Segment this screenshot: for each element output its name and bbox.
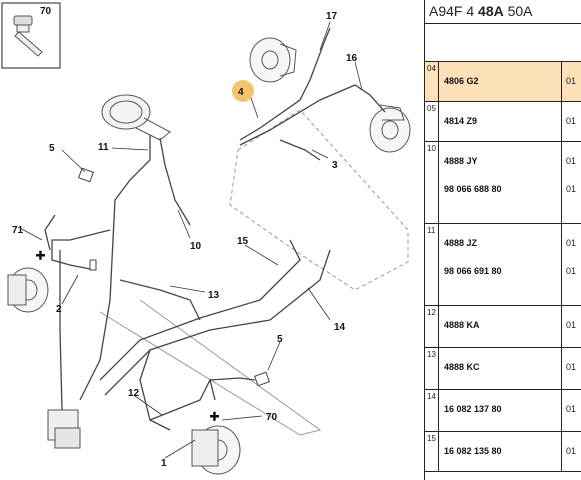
part-row[interactable]: 10 4888 JY 98 066 688 80 01 01 [425, 142, 581, 224]
part-quantity: 01 [566, 266, 577, 276]
parts-list: 04 4806 G2 01 05 4814 Z9 01 10 4888 JY 98 066 68… [425, 62, 581, 472]
column-divider [561, 390, 562, 431]
brake-pipes [44, 27, 386, 431]
part-reference[interactable]: 98 066 691 80 [444, 266, 502, 276]
part-reference[interactable]: 4814 Z9 [444, 116, 478, 126]
catalog-code-suffix: 50A [503, 3, 533, 19]
callout-4: 4 [238, 87, 244, 98]
part-row[interactable]: 04 4806 G2 01 [425, 62, 581, 102]
part-row[interactable]: 11 4888 JZ 98 066 691 80 01 01 [425, 224, 581, 306]
part-row[interactable]: 14 16 082 137 80 01 [425, 390, 581, 432]
part-quantity: 01 [566, 362, 577, 372]
inset-callout: 70 [40, 6, 52, 17]
highlight-marker [232, 80, 254, 102]
column-divider [561, 62, 562, 101]
part-reference[interactable]: 4888 KC [444, 362, 480, 372]
part-row[interactable]: 12 4888 KA 01 [425, 306, 581, 348]
leader-lines [19, 21, 363, 459]
callout-13: 13 [208, 290, 220, 301]
column-divider [561, 102, 562, 141]
callout-71: 71 [12, 225, 24, 236]
part-item-number: 15 [425, 432, 439, 471]
chassis-outline [229, 109, 409, 291]
part-quantity: 01 [566, 446, 577, 456]
front-right-brake-disc [249, 37, 297, 83]
catalog-code-bold: 48A [478, 3, 504, 19]
callout-3: 3 [332, 160, 338, 171]
callout-17: 17 [326, 11, 338, 22]
callout-14: 14 [334, 322, 346, 333]
hose-clips [78, 167, 270, 387]
brake-lines-diagram: 70 17 4 16 5 11 3 10 15 71 13 2 14 5 12 70 1 [1, 2, 411, 475]
abs-unit [47, 409, 81, 449]
part-reference[interactable]: 4888 JY [444, 156, 478, 166]
part-reference[interactable]: 4888 JZ [444, 238, 478, 248]
column-divider [561, 348, 562, 389]
part-quantity: 01 [566, 184, 577, 194]
part-row[interactable]: 05 4814 Z9 01 [425, 102, 581, 142]
part-item-number: 04 [425, 62, 439, 101]
part-row[interactable]: 15 16 082 135 80 01 [425, 432, 581, 472]
catalog-code-prefix: A94F 4 [429, 3, 479, 19]
column-divider [561, 224, 562, 305]
callout-11: 11 [98, 142, 109, 153]
part-item-number: 12 [425, 306, 439, 347]
header-spacer [425, 24, 581, 62]
part-reference[interactable]: 98 066 688 80 [444, 184, 502, 194]
callout-5: 5 [277, 334, 283, 345]
inset-box [1, 2, 61, 69]
callout-1: 1 [161, 458, 167, 469]
callout-5: 5 [49, 143, 55, 154]
brake-booster [101, 94, 171, 141]
part-quantity: 01 [566, 156, 577, 166]
part-quantity: 01 [566, 116, 577, 126]
part-item-number: 13 [425, 348, 439, 389]
part-item-number: 05 [425, 102, 439, 141]
callout-10: 10 [190, 241, 202, 252]
part-row[interactable]: 13 4888 KC 01 [425, 348, 581, 390]
front-left-brake-disc [7, 267, 49, 313]
callout-15: 15 [237, 236, 249, 247]
part-reference[interactable]: 4806 G2 [444, 76, 479, 86]
part-quantity: 01 [566, 76, 577, 86]
callout-16: 16 [346, 53, 358, 64]
part-reference[interactable]: 4888 KA [444, 320, 480, 330]
catalog-code: A94F 4 48A 50A [425, 0, 581, 24]
part-item-number: 11 [425, 224, 439, 305]
attachment-markers [36, 250, 219, 421]
chassis-edge [99, 299, 322, 436]
callout-12: 12 [128, 388, 140, 399]
callouts: 17 4 16 5 11 3 10 15 71 13 2 14 5 12 70 1 [12, 11, 358, 469]
parts-panel: A94F 4 48A 50A 04 4806 G2 01 05 4814 Z9 01 10 4… [424, 0, 581, 480]
column-divider [561, 306, 562, 347]
callout-2: 2 [56, 304, 62, 315]
part-reference[interactable]: 16 082 137 80 [444, 404, 502, 414]
rear-right-brake-disc [369, 104, 411, 153]
column-divider [561, 432, 562, 471]
callout-70: 70 [266, 412, 278, 423]
part-item-number: 10 [425, 142, 439, 223]
part-quantity: 01 [566, 320, 577, 330]
part-quantity: 01 [566, 238, 577, 248]
rear-left-brake-disc [191, 425, 241, 475]
bolt-icon [13, 15, 43, 57]
part-item-number: 14 [425, 390, 439, 431]
column-divider [561, 142, 562, 223]
part-reference[interactable]: 16 082 135 80 [444, 446, 502, 456]
part-quantity: 01 [566, 404, 577, 414]
